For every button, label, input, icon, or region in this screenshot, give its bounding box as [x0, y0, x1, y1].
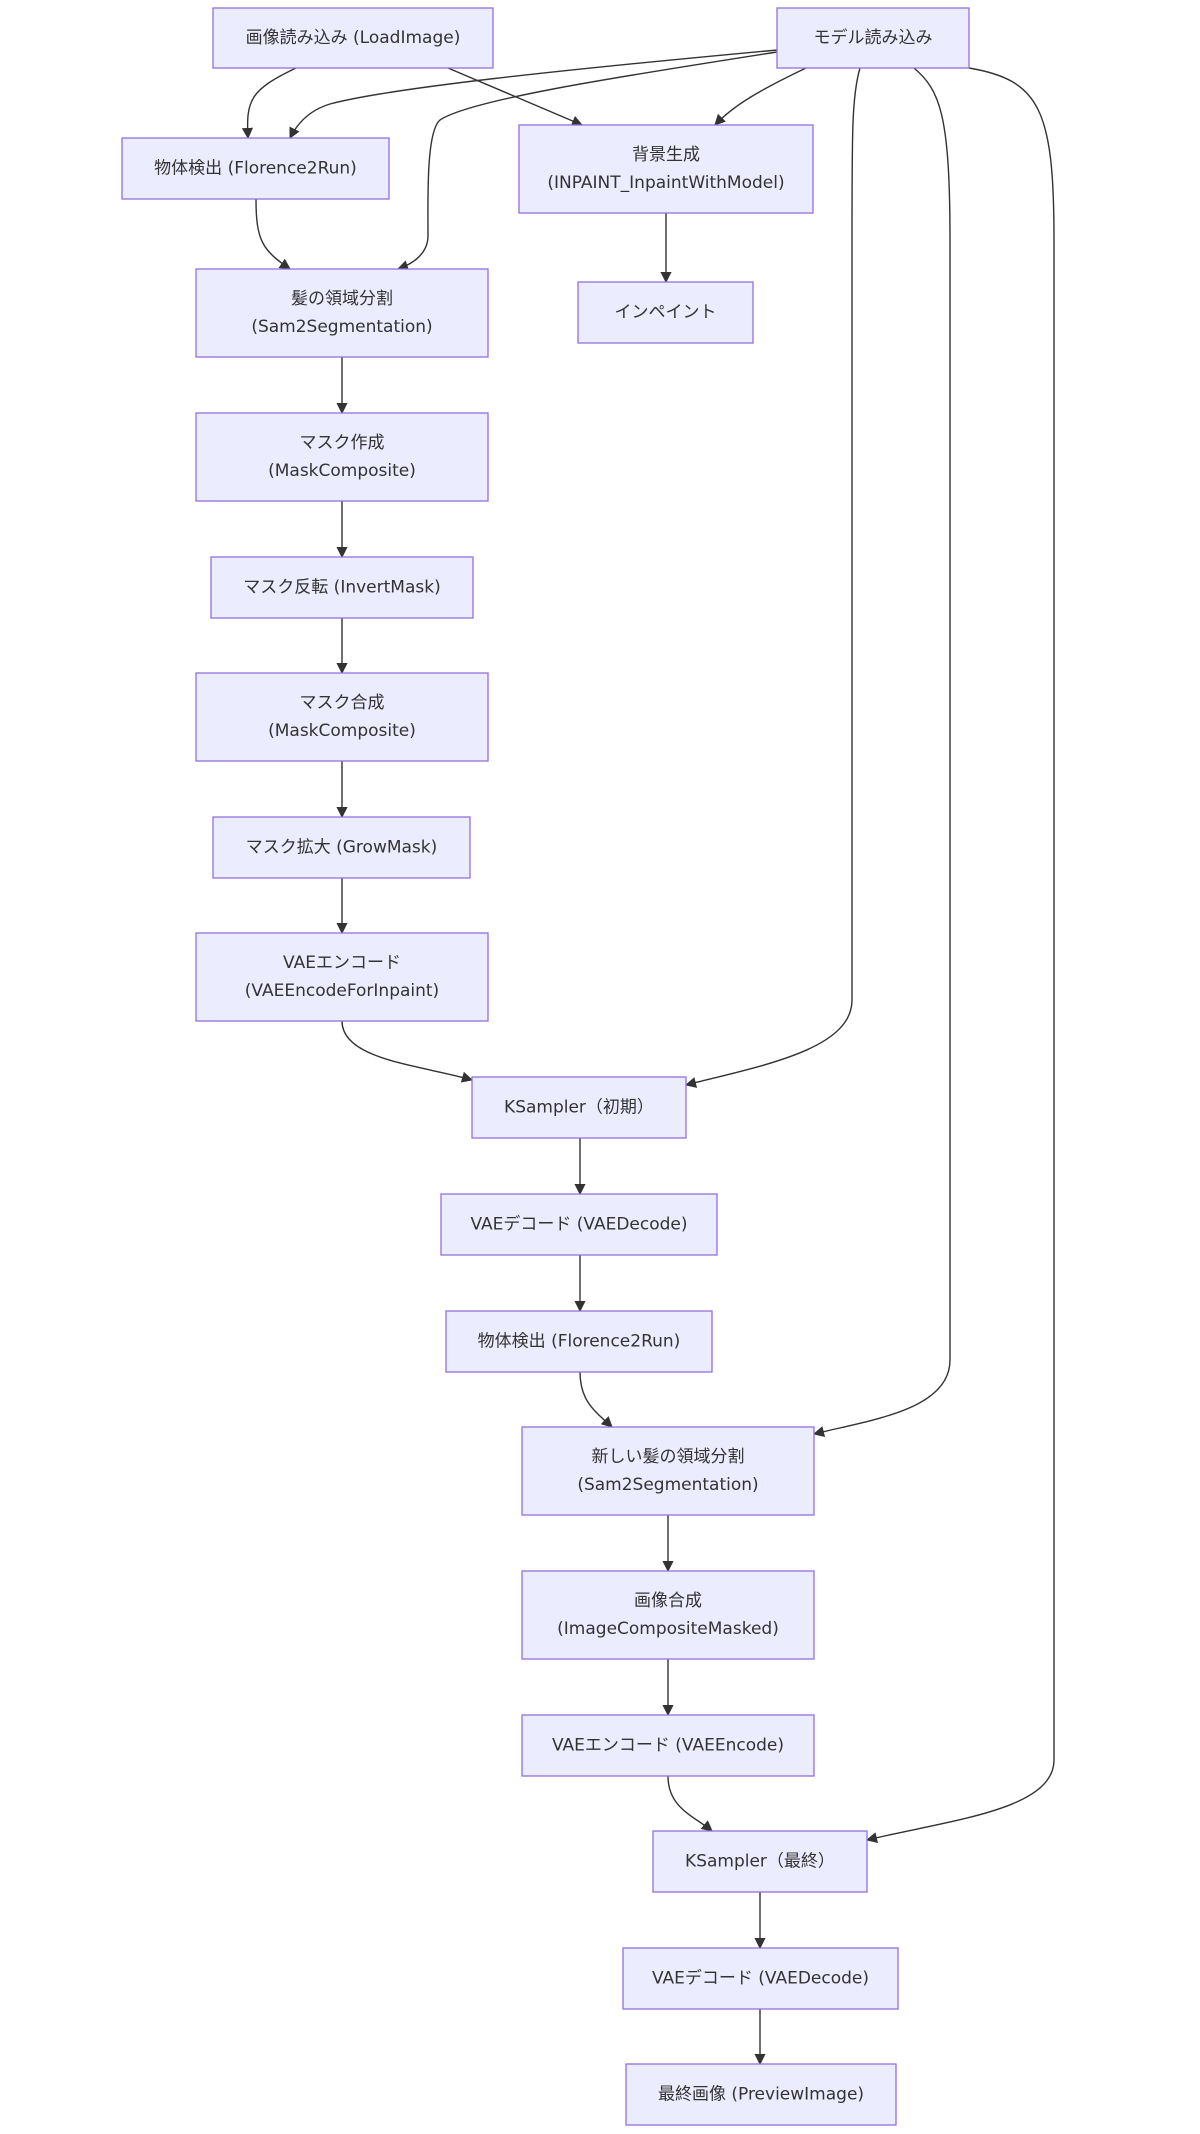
node-label: (ImageCompositeMasked) [557, 1619, 779, 1639]
node-new-hair-seg: 新しい髪の領域分割 (Sam2Segmentation) [521, 1426, 815, 1516]
edge-load-image-to-detect-1 [241, 67, 297, 140]
node-box [521, 1426, 815, 1516]
node-box [521, 1714, 815, 1777]
node-label: マスク作成 [300, 433, 385, 453]
node-label: マスク拡大 (GrowMask) [246, 838, 438, 858]
node-bg-gen: 背景生成 (INPAINT_InpaintWithModel) [518, 124, 814, 214]
node-box [212, 816, 471, 879]
node-box [195, 932, 489, 1022]
node-box [445, 1310, 713, 1373]
node-label: (Sam2Segmentation) [577, 1475, 758, 1495]
edge-detect-1-to-hair-seg [255, 198, 291, 270]
node-label: VAEエンコード [283, 953, 401, 973]
node-label: (MaskComposite) [268, 461, 416, 481]
node-load-image: 画像読み込み (LoadImage) [212, 7, 494, 69]
node-ksampler-init: KSampler（初期） [471, 1076, 687, 1139]
node-label: (VAEEncodeForInpaint) [245, 981, 439, 1001]
node-ksampler-final: KSampler（最終） [652, 1830, 868, 1893]
node-mask-grow: マスク拡大 (GrowMask) [212, 816, 471, 879]
edge-vae-enc-inpaint-to-ksampler-init [341, 1020, 474, 1083]
node-load-model: モデル読み込み [776, 7, 970, 69]
edge-load-model-to-new-hair-seg [812, 67, 951, 1437]
edge-load-model-to-bg-gen [714, 67, 807, 126]
edges-layer [241, 49, 1055, 2066]
node-label: (MaskComposite) [268, 721, 416, 741]
edge-vae-enc-to-ksampler-final [667, 1775, 713, 1832]
node-label: VAEデコード (VAEDecode) [470, 1214, 687, 1235]
node-box [625, 2063, 897, 2126]
node-box [521, 1570, 815, 1660]
node-detect-2: 物体検出 (Florence2Run) [445, 1310, 713, 1373]
node-vae-dec-2: VAEデコード (VAEDecode) [622, 1947, 899, 2010]
node-box [776, 7, 970, 69]
node-label: 物体検出 (Florence2Run) [154, 159, 357, 179]
node-inpaint: インペイント [577, 281, 754, 344]
node-box [440, 1193, 718, 1256]
node-label: KSampler（初期） [504, 1098, 654, 1118]
node-box [210, 556, 474, 619]
node-label: VAEエンコード (VAEEncode) [552, 1736, 784, 1756]
node-label: 物体検出 (Florence2Run) [478, 1332, 681, 1352]
node-label: 最終画像 (PreviewImage) [658, 2085, 864, 2105]
node-box [195, 268, 489, 358]
node-label: 背景生成 [632, 145, 700, 165]
node-box [622, 1947, 899, 2010]
node-img-composite: 画像合成 (ImageCompositeMasked) [521, 1570, 815, 1660]
node-box [195, 412, 489, 502]
edge-load-model-to-ksampler-init [684, 67, 861, 1088]
node-label: (Sam2Segmentation) [251, 317, 432, 337]
node-label: 新しい髪の領域分割 [592, 1447, 745, 1467]
node-box [518, 124, 814, 214]
edge-load-model-to-ksampler-final [865, 67, 1055, 1844]
node-preview: 最終画像 (PreviewImage) [625, 2063, 897, 2126]
node-box [577, 281, 754, 344]
node-box [652, 1830, 868, 1893]
node-vae-enc-inpaint: VAEエンコード (VAEEncodeForInpaint) [195, 932, 489, 1022]
node-label: 画像読み込み (LoadImage) [246, 28, 461, 48]
node-detect-1: 物体検出 (Florence2Run) [121, 137, 390, 200]
edge-detect-2-to-new-hair-seg [579, 1371, 613, 1428]
node-vae-dec-1: VAEデコード (VAEDecode) [440, 1193, 718, 1256]
node-label: インペイント [615, 303, 717, 323]
node-label: KSampler（最終） [685, 1852, 835, 1872]
edge-load-model-to-hair-seg [396, 51, 778, 271]
node-mask-invert: マスク反転 (InvertMask) [210, 556, 474, 619]
node-label: 髪の領域分割 [291, 289, 393, 309]
node-vae-enc: VAEエンコード (VAEEncode) [521, 1714, 815, 1777]
node-box [212, 7, 494, 69]
node-box [121, 137, 390, 200]
node-box [471, 1076, 687, 1139]
node-label: (INPAINT_InpaintWithModel) [547, 173, 784, 193]
node-hair-seg: 髪の領域分割 (Sam2Segmentation) [195, 268, 489, 358]
node-mask-merge: マスク合成 (MaskComposite) [195, 672, 489, 762]
node-box [195, 672, 489, 762]
node-label: 画像合成 [634, 1591, 702, 1611]
node-label: モデル読み込み [814, 27, 933, 48]
edge-load-model-to-detect-1 [289, 49, 778, 140]
node-label: マスク反転 (InvertMask) [243, 578, 440, 598]
node-label: VAEデコード (VAEDecode) [652, 1968, 869, 1989]
node-mask-create: マスク作成 (MaskComposite) [195, 412, 489, 502]
node-label: マスク合成 [300, 693, 385, 713]
